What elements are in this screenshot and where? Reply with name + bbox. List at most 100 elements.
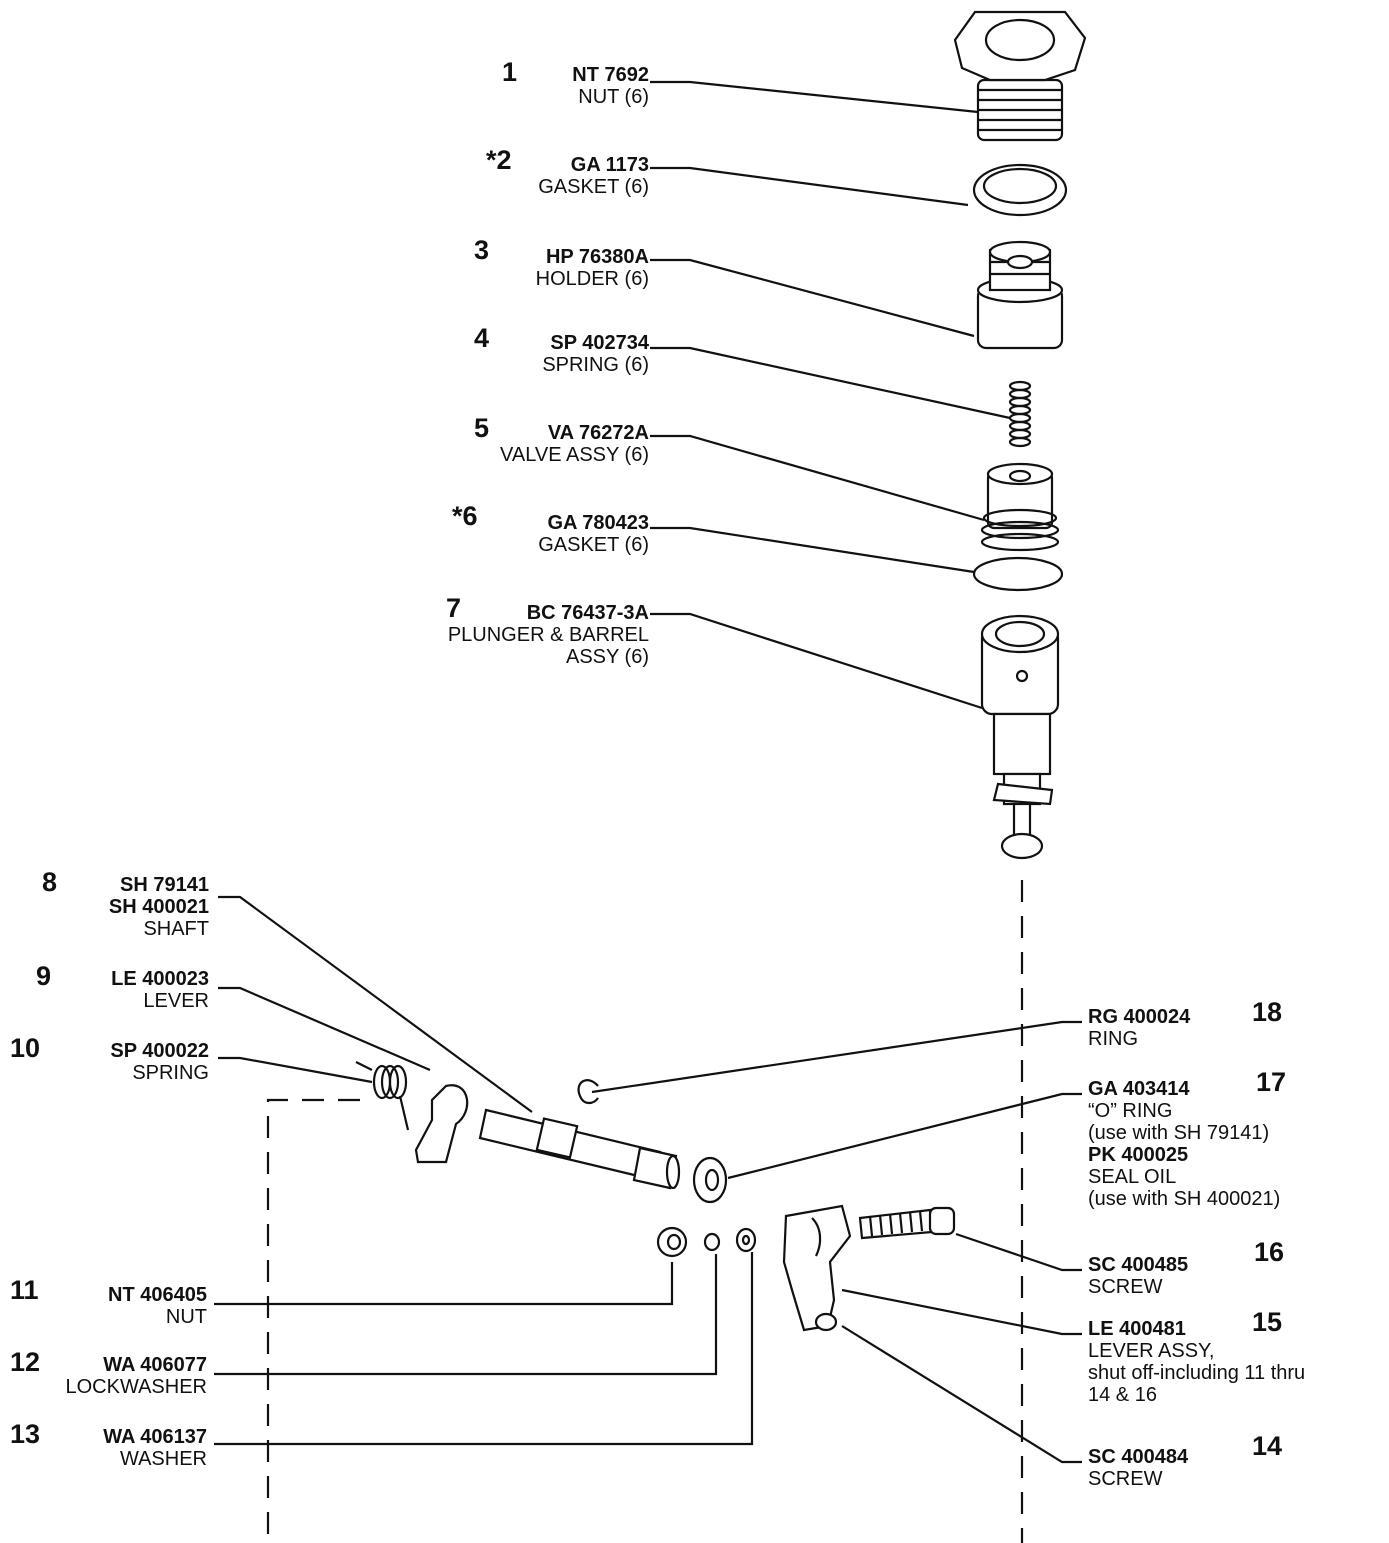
callout-number-5: 5 bbox=[474, 413, 490, 443]
part-description: SHAFT bbox=[143, 918, 209, 940]
lever-part-9 bbox=[414, 1084, 469, 1164]
part-number: VA 76272A bbox=[547, 422, 649, 444]
callout-number-13: 13 bbox=[10, 1419, 41, 1449]
part-number: SC 400485 bbox=[1088, 1254, 1189, 1276]
gasket-part-6 bbox=[972, 556, 1064, 592]
part-description: RING bbox=[1088, 1028, 1138, 1050]
callout-label-11: NT 406405 NUT bbox=[108, 1284, 207, 1328]
part-description: WASHER bbox=[119, 1448, 207, 1470]
part-description: “O” RING bbox=[1088, 1100, 1173, 1122]
callout-number-8: 8 bbox=[42, 867, 58, 897]
part-description: shut off-including 11 thru bbox=[1088, 1362, 1306, 1384]
part-description: (use with SH 79141) bbox=[1088, 1122, 1270, 1144]
part-number: SH 400021 bbox=[108, 896, 209, 918]
nut-part-11 bbox=[656, 1226, 688, 1258]
lockwasher-part-12 bbox=[703, 1232, 721, 1252]
callout-number-10: 10 bbox=[10, 1033, 41, 1063]
callout-number-11: 11 bbox=[10, 1275, 39, 1305]
part-number: SC 400484 bbox=[1088, 1446, 1189, 1468]
part-description: NUT (6) bbox=[578, 86, 649, 108]
part-number: SP 402734 bbox=[550, 332, 649, 354]
part-number: WA 406077 bbox=[103, 1354, 207, 1376]
part-description: SPRING bbox=[132, 1062, 209, 1084]
callout-number-9: 9 bbox=[36, 961, 52, 991]
part-description: SPRING (6) bbox=[542, 354, 649, 376]
o-ring-part-17 bbox=[692, 1156, 728, 1204]
part-number: PK 400025 bbox=[1088, 1144, 1189, 1166]
nut-part-1 bbox=[953, 10, 1087, 142]
callout-label-9: LE 400023 LEVER bbox=[111, 968, 209, 1012]
washer-part-13 bbox=[735, 1227, 757, 1253]
lever-centerline bbox=[266, 1098, 360, 1543]
callout-number-18: 18 bbox=[1252, 997, 1283, 1027]
callout-number-4: 4 bbox=[474, 323, 490, 353]
callout-number-2: *2 bbox=[486, 145, 512, 175]
part-description: SEAL OIL bbox=[1088, 1166, 1177, 1188]
part-description: 14 & 16 bbox=[1088, 1384, 1157, 1406]
part-description: GASKET (6) bbox=[538, 176, 649, 198]
callout-number-6: *6 bbox=[452, 501, 478, 531]
part-number: RG 400024 bbox=[1088, 1006, 1191, 1028]
part-description: ASSY (6) bbox=[566, 646, 649, 668]
part-number: LE 400023 bbox=[111, 968, 209, 990]
spring-part-4 bbox=[1008, 380, 1032, 448]
callout-number-17: 17 bbox=[1256, 1067, 1287, 1097]
callout-number-15: 15 bbox=[1252, 1307, 1283, 1337]
valve-assy-part-5 bbox=[980, 462, 1060, 552]
callout-label-17: GA 403414 “O” RING (use with SH 79141) P… bbox=[1088, 1078, 1280, 1210]
part-description: LEVER bbox=[143, 990, 209, 1012]
callout-number-16: 16 bbox=[1254, 1237, 1285, 1267]
callout-label-5: VA 76272A VALVE ASSY (6) bbox=[500, 422, 649, 466]
part-number: BC 76437-3A bbox=[526, 602, 649, 624]
callout-label-8: SH 79141 SH 400021 SHAFT bbox=[109, 874, 209, 940]
callout-label-4: SP 402734 SPRING (6) bbox=[542, 332, 649, 376]
callout-label-2: GA 1173 GASKET (6) bbox=[538, 154, 649, 198]
part-description: PLUNGER & BARREL bbox=[447, 624, 649, 646]
part-number: GA 403414 bbox=[1088, 1078, 1190, 1100]
part-description: GASKET (6) bbox=[538, 534, 649, 556]
callout-label-12: WA 406077 LOCKWASHER bbox=[65, 1354, 207, 1398]
leader-lines bbox=[214, 80, 1082, 1464]
callout-number-12: 12 bbox=[10, 1347, 41, 1377]
callout-number-1: 1 bbox=[502, 57, 518, 87]
part-number: GA 780423 bbox=[547, 512, 649, 534]
shaft-part-8 bbox=[478, 1108, 681, 1190]
lever-assy-part-15 bbox=[782, 1204, 852, 1332]
callout-label-10: SP 400022 SPRING bbox=[110, 1040, 209, 1084]
spring-part-10 bbox=[355, 1061, 410, 1131]
callout-label-7: BC 76437-3A PLUNGER & BARREL ASSY (6) bbox=[448, 602, 649, 668]
callout-number-3: 3 bbox=[474, 235, 490, 265]
holder-part-3 bbox=[976, 240, 1064, 350]
part-number: NT 406405 bbox=[108, 1284, 207, 1306]
callout-label-6: GA 780423 GASKET (6) bbox=[538, 512, 649, 556]
part-description: LOCKWASHER bbox=[65, 1376, 207, 1398]
part-description: VALVE ASSY (6) bbox=[500, 444, 649, 466]
callout-label-18: RG 400024 RING bbox=[1088, 1006, 1190, 1050]
part-number: LE 400481 bbox=[1088, 1318, 1186, 1340]
callout-label-13: WA 406137 WASHER bbox=[103, 1426, 207, 1470]
part-description: SCREW bbox=[1088, 1468, 1163, 1490]
callout-label-16: SC 400485 SCREW bbox=[1088, 1254, 1188, 1298]
callout-label-15: LE 400481 LEVER ASSY, shut off-including… bbox=[1088, 1318, 1305, 1406]
part-description: LEVER ASSY, bbox=[1088, 1340, 1215, 1362]
part-number: SP 400022 bbox=[110, 1040, 209, 1062]
part-number: WA 406137 bbox=[103, 1426, 207, 1448]
screw-part-16 bbox=[858, 1206, 956, 1240]
part-number: SH 79141 bbox=[120, 874, 209, 896]
part-number: GA 1173 bbox=[570, 154, 649, 176]
ring-part-18 bbox=[577, 1079, 599, 1105]
part-description: SCREW bbox=[1088, 1276, 1163, 1298]
part-number: NT 7692 bbox=[572, 64, 649, 86]
part-description: (use with SH 400021) bbox=[1088, 1188, 1281, 1210]
plunger-barrel-part-7 bbox=[980, 614, 1060, 860]
part-description: NUT bbox=[165, 1306, 207, 1328]
callout-label-3: HP 76380A HOLDER (6) bbox=[536, 246, 649, 290]
callout-number-7: 7 bbox=[446, 593, 462, 623]
gasket-part-2 bbox=[972, 163, 1068, 217]
callout-number-14: 14 bbox=[1252, 1431, 1283, 1461]
callout-label-1: NT 7692 NUT (6) bbox=[572, 64, 649, 108]
callout-label-14: SC 400484 SCREW bbox=[1088, 1446, 1188, 1490]
part-number: HP 76380A bbox=[545, 246, 649, 268]
part-description: HOLDER (6) bbox=[535, 268, 649, 290]
